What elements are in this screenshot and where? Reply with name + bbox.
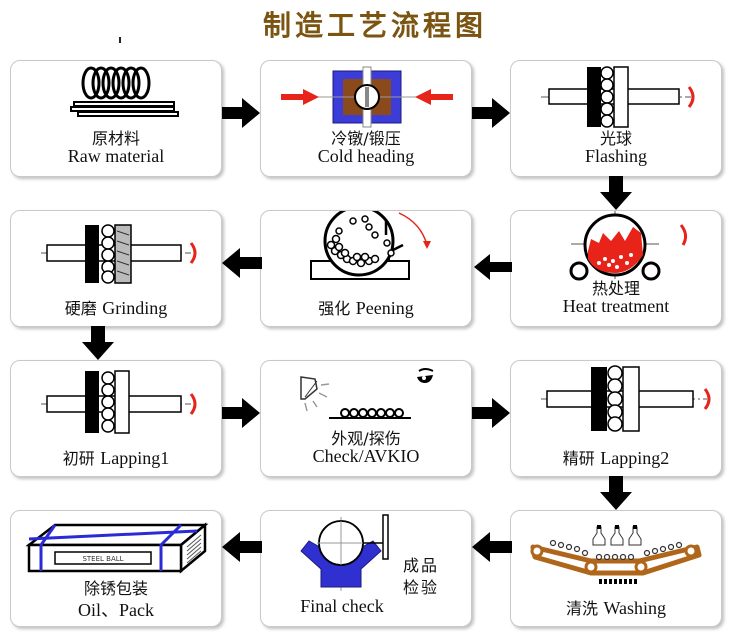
cold-heading-die-icon: [281, 66, 453, 128]
grinding-plates-icon: [41, 224, 197, 284]
arrow-right-1-to-2: [222, 98, 260, 128]
step-label-cn: 热处理: [591, 279, 640, 298]
step-label-cn: 冷镦/锻压: [331, 129, 401, 148]
packing-box-icon: STEEL BALL: [25, 522, 209, 574]
step-label-en: Raw material: [67, 146, 165, 166]
step-label-en: Lapping1: [100, 448, 170, 468]
step-label-cn: 除锈包装: [83, 579, 148, 598]
step-heat-treatment: 热处理 Heat treatment: [510, 210, 722, 327]
wire-coil-icon: [70, 66, 179, 117]
step-label: 精研 Lapping2: [511, 445, 721, 469]
step-label-cn: 精研: [562, 449, 595, 468]
step-label-en: Washing: [603, 598, 666, 618]
arrow-right-2-to-3: [472, 98, 510, 128]
arrow-left-10-to-11: [472, 532, 512, 562]
step-label: 清洗 Washing: [511, 595, 721, 619]
step-label-cn: 初研: [62, 449, 95, 468]
peening-drum-icon: [310, 211, 431, 280]
arrow-left-11-to-12: [222, 532, 262, 562]
diagram-title: 制造工艺流程图: [262, 9, 487, 42]
arrow-down-3-to-4: [600, 176, 632, 210]
step-label-cn: 强化: [318, 299, 351, 318]
step-label-en: Lapping2: [600, 448, 670, 468]
step-label-cn-line1: 成品: [402, 556, 439, 575]
step-label-en: Peening: [355, 298, 414, 318]
arrow-right-8-to-9: [472, 398, 510, 428]
step-label-cn: 原材料: [91, 129, 140, 148]
step-label-cn: 硬磨: [64, 299, 97, 318]
step-label-en: Check/AVKIO: [312, 446, 420, 466]
step-grinding: 硬磨 Grinding: [10, 210, 222, 327]
furnace-icon: [569, 211, 688, 281]
step-label-en: Grinding: [102, 298, 168, 318]
step-peening: 强化 Peening: [260, 210, 472, 327]
step-check-avkio: 外观/探伤 Check/AVKIO: [260, 360, 472, 477]
arrow-right-7-to-8: [222, 398, 260, 428]
step-label-en: Flashing: [584, 146, 647, 166]
step-raw-material: 原材料 Raw material: [10, 60, 222, 177]
step-label-cn: 光球: [599, 129, 632, 148]
arrow-left-4-to-5: [474, 254, 512, 280]
washing-conveyor-icon: [530, 525, 702, 584]
arrow-down-6-to-7: [82, 326, 114, 360]
lapping-plates-icon: [41, 370, 197, 434]
arrow-left-5-to-6: [222, 248, 262, 278]
step-washing: 清洗 Washing: [510, 510, 722, 627]
lapping-plates-icon: [541, 365, 711, 432]
final-check-gauge-icon: [300, 514, 389, 591]
flashing-plates-icon: [541, 66, 695, 128]
step-oil-pack: STEEL BALL 除锈包装 Oil、Pack: [10, 510, 222, 627]
step-final-check: 成品 检验 Final check: [260, 510, 472, 627]
step-cold-heading: 冷镦/锻压 Cold heading: [260, 60, 472, 177]
step-flashing: 光球 Flashing: [510, 60, 722, 177]
step-label: 初研 Lapping1: [11, 445, 221, 469]
step-label: 强化 Peening: [261, 295, 471, 319]
box-label: STEEL BALL: [82, 555, 123, 563]
inspection-light-eye-icon: [300, 368, 434, 419]
step-label-en: Oil、Pack: [78, 600, 154, 620]
final-check-cn-label: 成品 检验: [403, 555, 439, 599]
step-label-en: Heat treatment: [562, 296, 670, 316]
step-label-en: Final check: [300, 596, 384, 616]
step-label-cn: 清洗: [566, 599, 599, 618]
stray-mark: [119, 37, 121, 43]
step-lapping2: 精研 Lapping2: [510, 360, 722, 477]
step-label-en: Cold heading: [317, 146, 415, 166]
step-label-cn-line2: 检验: [402, 578, 439, 597]
step-label-cn: 外观/探伤: [331, 429, 401, 448]
arrow-down-9-to-10: [600, 476, 632, 510]
step-label: 硬磨 Grinding: [11, 295, 221, 319]
step-lapping1: 初研 Lapping1: [10, 360, 222, 477]
